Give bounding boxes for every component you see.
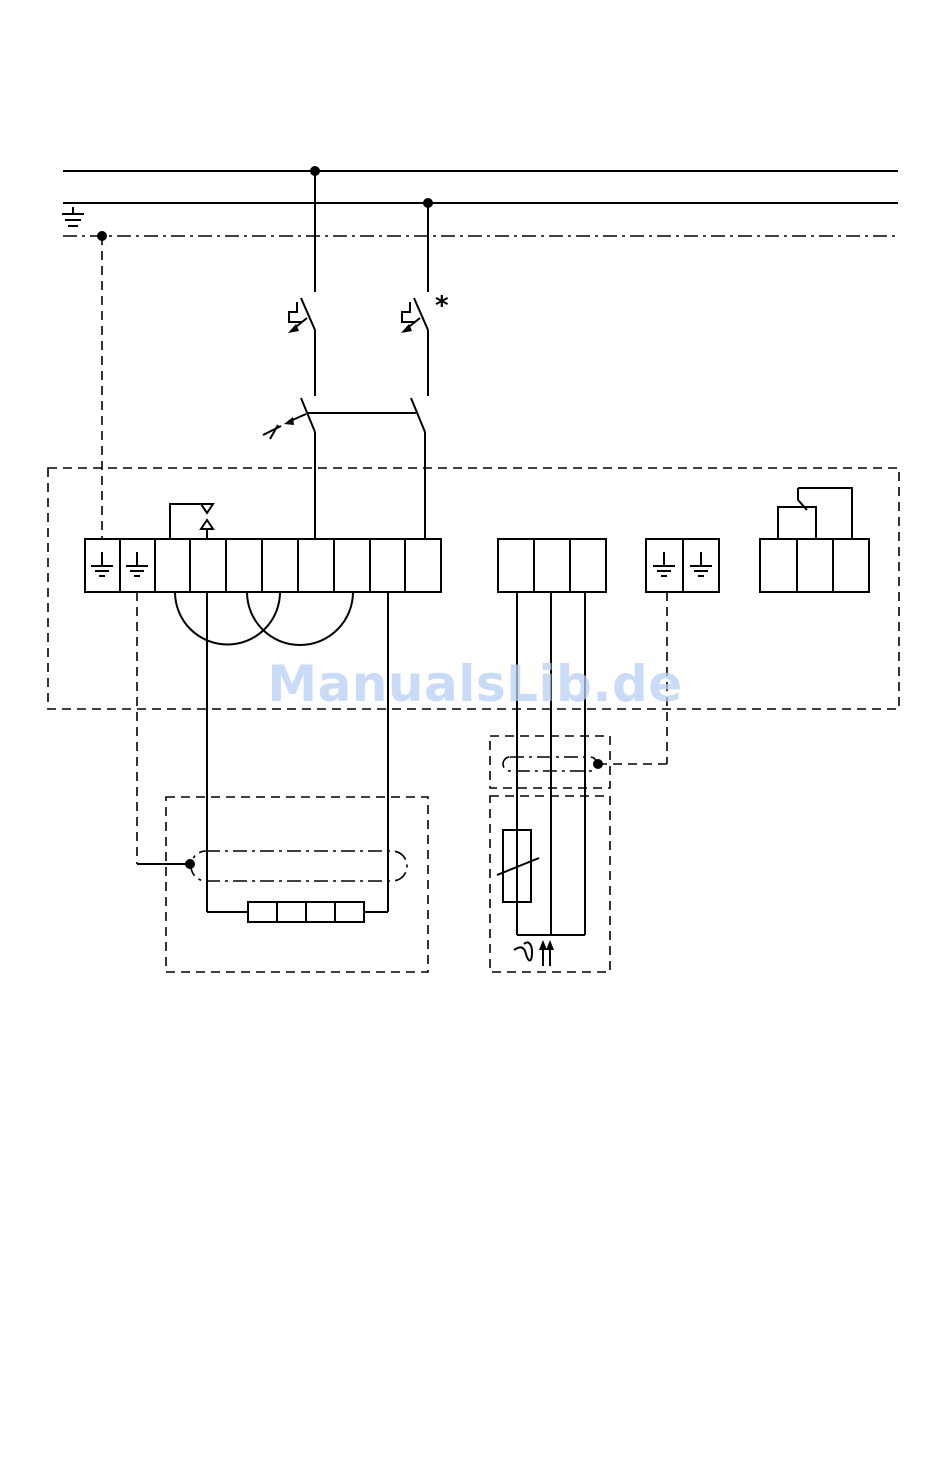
main-switch-icon [263, 398, 425, 540]
ground-icon [653, 552, 675, 576]
terminal-block-main [85, 539, 441, 592]
terminal-block-relay [760, 539, 869, 592]
watermark: ManualsLib.de [0, 655, 950, 713]
terminal-block-ground [646, 539, 719, 592]
heating-resistor-icon [207, 902, 388, 922]
terminal-block-sensor [498, 539, 606, 592]
ground-icon [690, 552, 712, 576]
junction-dot [593, 759, 603, 769]
ground-icon [91, 552, 113, 576]
relay-contact-icon [778, 488, 852, 539]
jumper-loop [175, 592, 280, 645]
signal-contact-icon [170, 504, 213, 539]
jumper-loop [247, 592, 353, 645]
heater-shield [191, 851, 407, 881]
asterisk-note: * [435, 291, 449, 321]
ground-icon [126, 552, 148, 576]
circuit-breaker-icon-1 [288, 171, 315, 396]
junction-dot [185, 859, 195, 869]
earth-ground-icon [62, 207, 84, 226]
temperature-sensor-icon [497, 830, 585, 966]
circuit-breaker-icon-2 [401, 203, 428, 396]
